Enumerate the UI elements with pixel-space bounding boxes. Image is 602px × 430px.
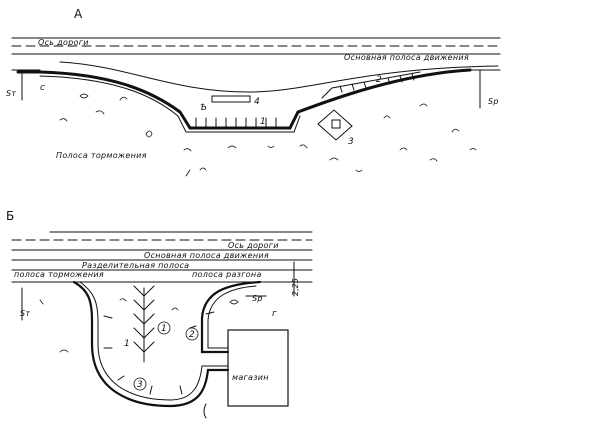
section-a-letter: А (74, 7, 83, 21)
parking-pocket-outline (16, 68, 472, 130)
shop-label: магазин (232, 373, 269, 382)
dim-right-label-b: Sр (252, 294, 263, 303)
marker-1-circle (157, 321, 171, 335)
marker-2-b: 2 (189, 330, 195, 340)
loop-inner (79, 281, 229, 401)
dim-right-label: Sр (488, 97, 499, 106)
marker-r: г (272, 309, 277, 319)
main-lane-label: Основная полоса движения (344, 53, 469, 62)
marker-b: Ѣ (200, 103, 207, 113)
vegetation-b (39, 298, 239, 353)
marker-3-circle (133, 377, 147, 391)
marker-c: с (40, 83, 45, 93)
braking-lane-label-b: полоса торможения (14, 270, 104, 279)
braking-lane-label: Полоса торможения (56, 151, 147, 160)
parking-stalls-right (339, 73, 415, 93)
vegetation-a (59, 93, 477, 177)
dim-left-label-b: Sт (20, 309, 30, 318)
width-label: 2,25 (291, 278, 300, 296)
kiosk-3-inner (331, 119, 341, 129)
marker-2: 2 (376, 75, 382, 85)
main-lane-label-b: Основная полоса движения (144, 251, 269, 260)
marker-1-b: 1 (161, 324, 167, 334)
road-axis-label: Ось дороги (38, 38, 89, 47)
dim-left-label: Sт (6, 89, 16, 98)
section-a: А Ось дороги Основная полоса движения 1 … (6, 7, 501, 177)
parking-row-right (321, 71, 421, 99)
marker-1-b-left: 1 (124, 339, 130, 349)
bottom-mark (203, 403, 207, 419)
marker-4: 4 (254, 97, 260, 107)
parking-stalls-b (103, 311, 215, 395)
marker-1: 1 (260, 117, 266, 127)
loop-outer (72, 280, 230, 408)
marker-2-circle (185, 327, 199, 341)
accel-lane-label: полоса разгона (192, 270, 262, 279)
entrance-right-inner (207, 285, 257, 349)
entrance-right-outer (200, 280, 262, 354)
section-b-letter: Б (6, 209, 14, 223)
kiosk-3 (317, 109, 353, 141)
tree-symbol (133, 285, 155, 363)
main-lane-curve (59, 61, 499, 93)
parking-stalls-a (195, 117, 277, 129)
shop-building (227, 329, 289, 407)
parking-pocket-inner (39, 75, 301, 133)
section-b: Б Ось дороги Основная полоса движения Ра… (6, 209, 313, 419)
marker-3-b: 3 (137, 380, 143, 390)
divider-label: Разделительная полоса (82, 261, 189, 270)
marker-3: 3 (348, 137, 354, 147)
road-axis-label-b: Ось дороги (228, 241, 279, 250)
building-4 (211, 95, 251, 103)
